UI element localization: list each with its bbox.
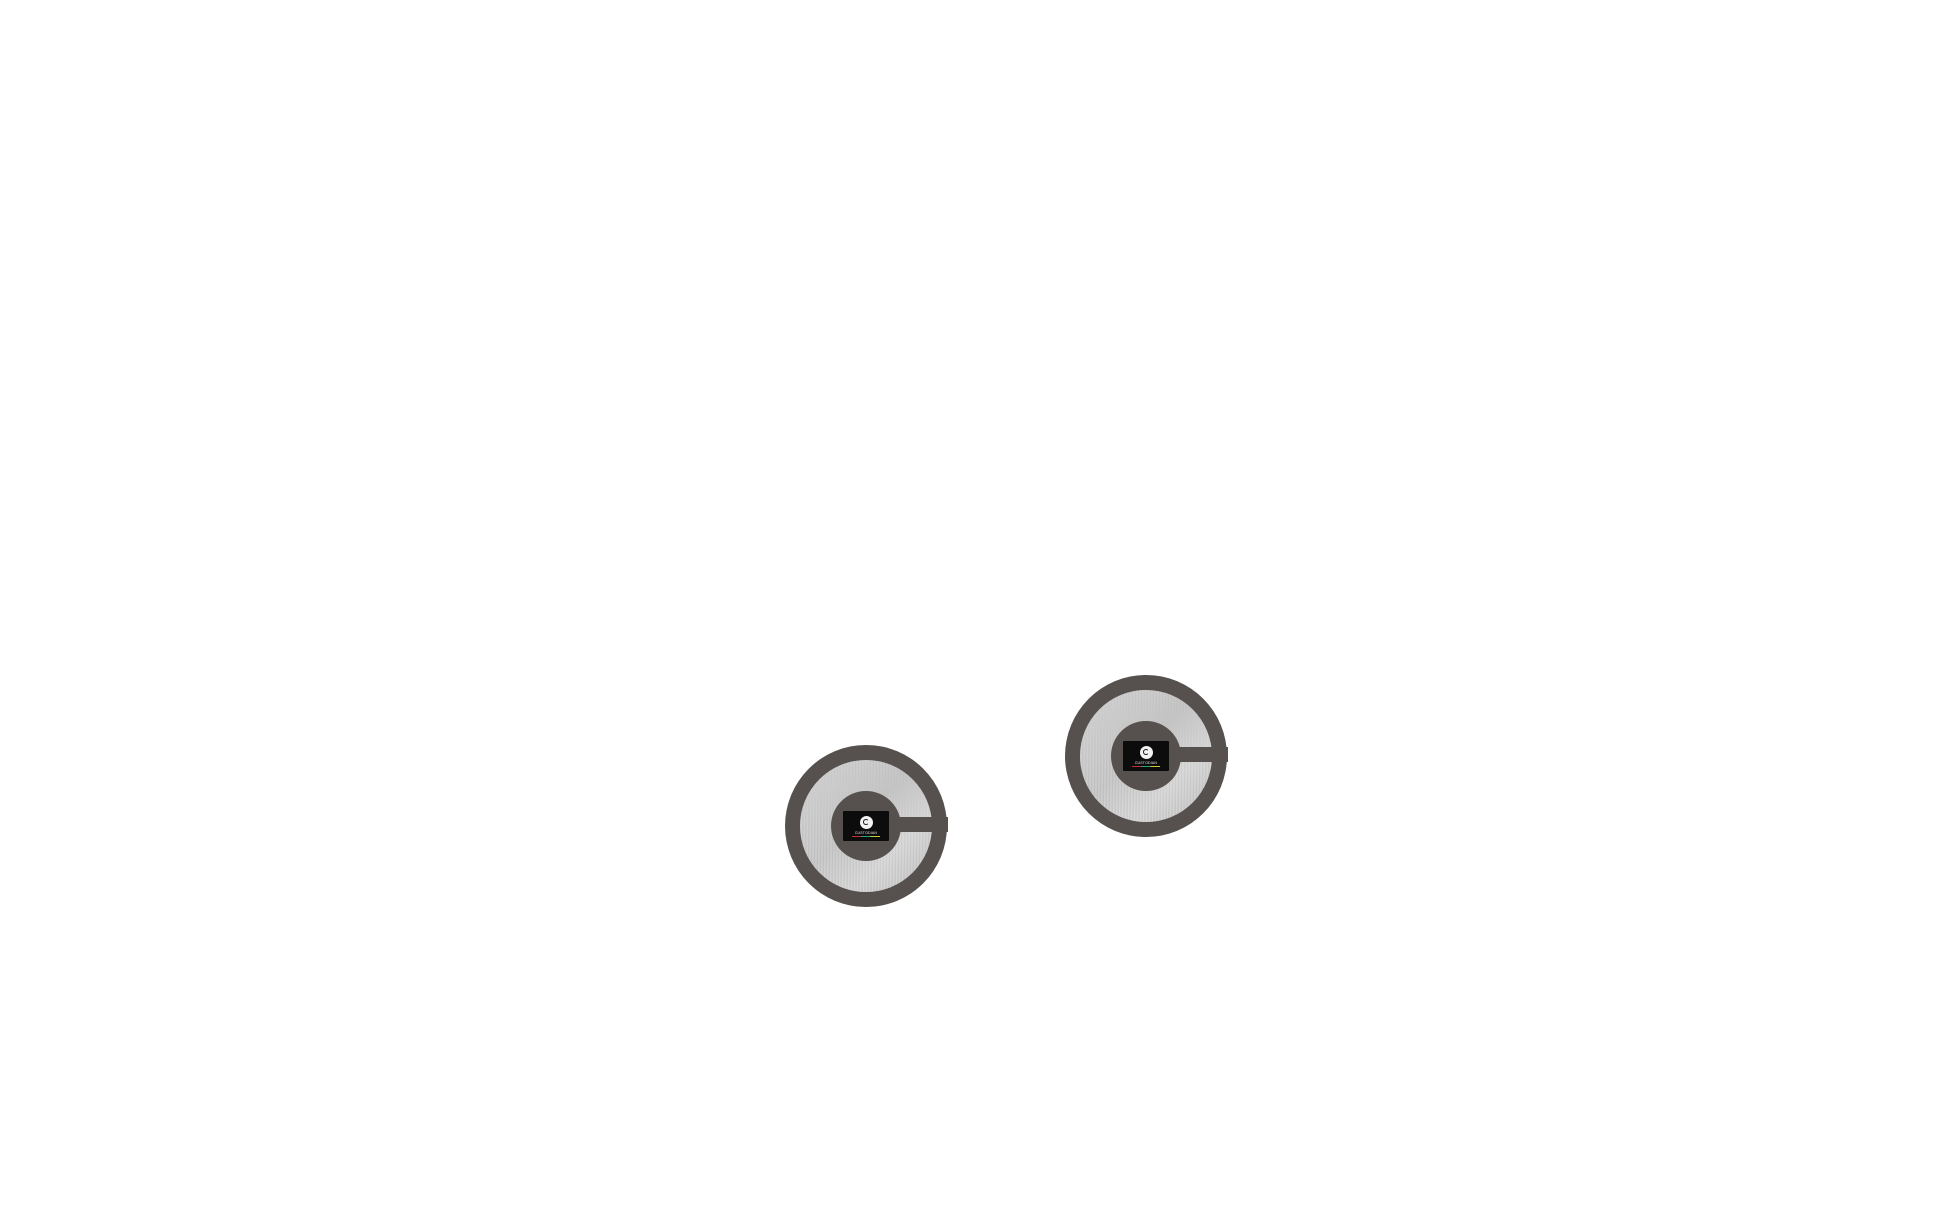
brand-stripe xyxy=(1132,765,1160,767)
coaster-right: CUSTODIAN xyxy=(1064,674,1228,838)
brand-logo-icon xyxy=(1139,745,1153,759)
brand-logo-icon xyxy=(859,815,873,829)
c-logo-icon xyxy=(785,745,948,907)
brand-label: CUSTODIAN xyxy=(1123,741,1169,771)
brand-stripe xyxy=(852,835,880,837)
brand-label: CUSTODIAN xyxy=(843,811,889,841)
coaster-left: CUSTODIAN xyxy=(784,744,948,908)
brand-text: CUSTODIAN xyxy=(854,830,878,835)
brand-text: CUSTODIAN xyxy=(1134,760,1158,765)
